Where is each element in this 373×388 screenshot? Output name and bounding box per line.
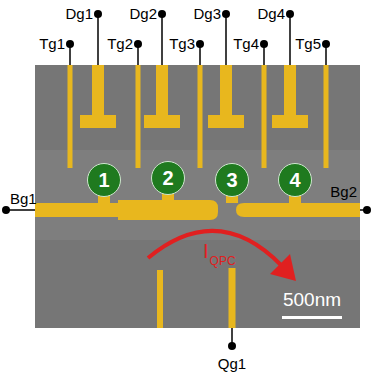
quantum-dot: 4 <box>278 163 312 197</box>
pin-dot <box>260 40 268 48</box>
current-arrow <box>148 231 282 266</box>
gate-name: Bg1 <box>10 191 37 206</box>
pin-dot <box>322 40 330 48</box>
scale-bar <box>282 316 342 319</box>
leader-line <box>6 209 35 211</box>
plunger-gate <box>80 65 116 128</box>
pin-dot <box>196 40 204 48</box>
leader-line <box>289 14 291 65</box>
qpc-gate <box>229 268 236 328</box>
gate-name: Dg4 <box>257 6 285 21</box>
qpc-gate <box>157 270 163 328</box>
pin-dot <box>363 206 371 214</box>
top-gate <box>68 65 73 168</box>
quantum-dot: 3 <box>215 163 249 197</box>
leader-line <box>97 14 99 65</box>
sem-background <box>35 65 360 328</box>
current-symbol: I <box>203 241 209 261</box>
current-subscript: QPC <box>210 255 236 267</box>
pin-dot <box>66 40 74 48</box>
pin-dot <box>286 10 294 18</box>
gate-name: Tg2 <box>107 36 133 51</box>
top-gate <box>198 65 203 168</box>
top-gate <box>324 65 329 168</box>
pin-dot <box>134 40 142 48</box>
quantum-dot: 1 <box>87 163 121 197</box>
gate-name: Qg1 <box>218 356 246 371</box>
pin-dot <box>2 206 10 214</box>
scale-label: 500nm <box>283 290 341 309</box>
dot-number: 1 <box>98 170 109 190</box>
pin-dot <box>228 342 236 350</box>
gate-name: Tg1 <box>39 36 65 51</box>
arrow-head <box>270 254 296 281</box>
plunger-gate <box>272 65 308 128</box>
gate-name: Tg3 <box>169 36 195 51</box>
plunger-gate <box>144 65 180 128</box>
gate-name: Dg1 <box>65 6 93 21</box>
leader-lines <box>6 14 367 346</box>
pin-dot <box>158 10 166 18</box>
pin-dot <box>94 10 102 18</box>
gate-bump <box>226 196 238 203</box>
gate-name: Bg2 <box>330 184 357 199</box>
gate-bump <box>289 196 301 203</box>
gate-name: Dg2 <box>129 6 157 21</box>
top-gate <box>136 65 141 168</box>
pin-dot <box>222 10 230 18</box>
barrier-gate <box>236 203 360 217</box>
top-gate <box>262 65 267 168</box>
gate-bump <box>98 196 110 203</box>
quantum-dot: 2 <box>151 161 185 195</box>
gate-name: Tg5 <box>295 36 321 51</box>
pin-dots <box>2 10 371 350</box>
gates <box>35 65 360 328</box>
plunger-gate <box>208 65 244 128</box>
leader-line <box>161 14 163 65</box>
barrier-gate <box>35 200 218 220</box>
gate-name: Dg3 <box>193 6 221 21</box>
dot-number: 3 <box>226 170 237 190</box>
leader-line <box>225 14 227 65</box>
dot-number: 2 <box>162 168 173 188</box>
dot-number: 4 <box>289 170 300 190</box>
gate-name: Tg4 <box>233 36 259 51</box>
